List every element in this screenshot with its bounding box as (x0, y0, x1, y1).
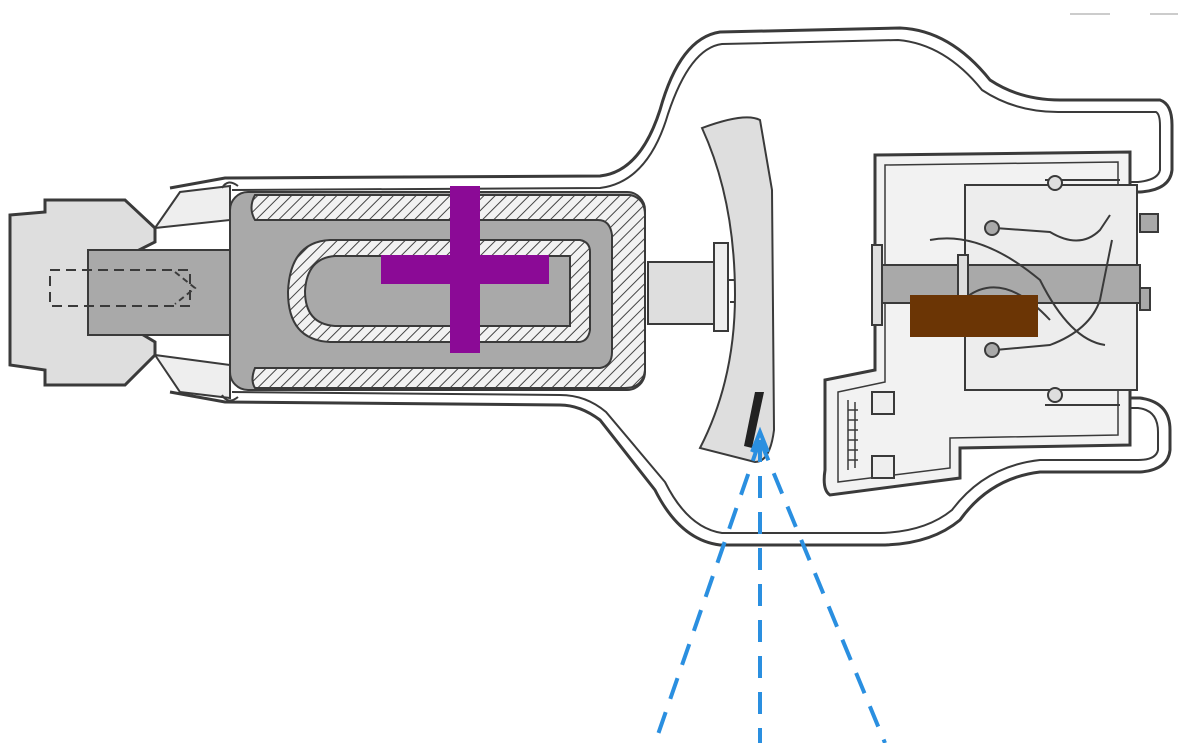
x-ray-beam (653, 439, 887, 743)
filament-block-2 (871, 455, 895, 479)
beam-origin-arrow (750, 426, 770, 453)
seal-bump-top (221, 181, 239, 189)
target-focal-spot (744, 392, 764, 448)
glass-envelope-outer (169, 26, 1174, 547)
terminal-bottom (984, 342, 1000, 358)
neck-upper (154, 184, 231, 229)
stem-flange (713, 242, 729, 332)
terminal-upper-right (1047, 175, 1063, 191)
base-pin-dashed (49, 269, 191, 307)
end-terminal-top (1139, 213, 1159, 233)
glass-envelope-inner (231, 38, 1161, 534)
seal-bump-bottom (221, 394, 239, 402)
shaft-bracket-left (871, 244, 883, 326)
filament-block-1 (871, 391, 895, 415)
anode-plus-marker (381, 186, 549, 353)
pin-tip (174, 271, 197, 305)
end-terminal-bottom (1139, 287, 1151, 311)
terminal-top (984, 220, 1000, 236)
beam-ray-left (653, 439, 762, 743)
filament-coil (847, 400, 858, 470)
terminal-lower-right (1047, 387, 1063, 403)
beam-ray-right (758, 439, 887, 743)
anode-disc (698, 116, 776, 464)
neck-lower (154, 354, 231, 400)
base-plug (87, 249, 239, 336)
hatched-jacket (250, 194, 646, 389)
anode-stem (647, 261, 719, 325)
cathode-minus-marker (910, 295, 1038, 337)
